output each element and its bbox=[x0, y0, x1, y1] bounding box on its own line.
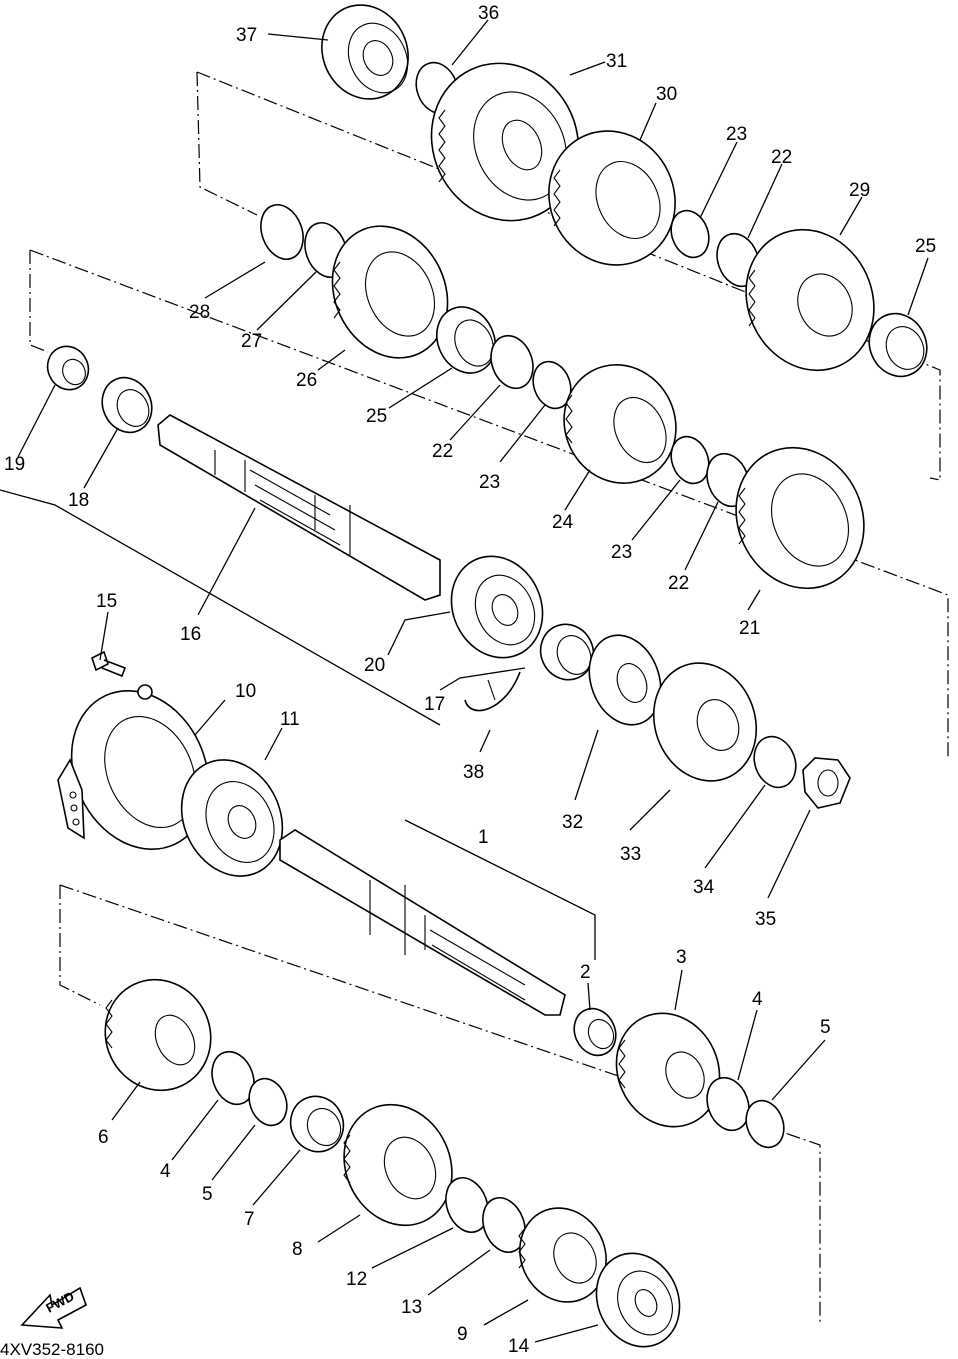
callout-11: 11 bbox=[280, 709, 300, 730]
callout-29: 29 bbox=[849, 180, 870, 201]
callout-23c: 23 bbox=[726, 124, 747, 145]
gear-30 bbox=[548, 130, 676, 266]
circlip-5-right bbox=[745, 1099, 785, 1149]
callout-2: 2 bbox=[580, 962, 591, 983]
callout-18: 18 bbox=[68, 490, 89, 511]
gear-9 bbox=[518, 1207, 607, 1303]
callout-23b: 23 bbox=[479, 472, 500, 493]
assembly-grouping-lines bbox=[0, 489, 596, 960]
bearing-25-right bbox=[868, 312, 928, 378]
bearing-25-left bbox=[436, 306, 496, 374]
gear-8 bbox=[343, 1103, 453, 1227]
callout-17: 17 bbox=[424, 694, 445, 715]
washer-4-right bbox=[706, 1076, 750, 1132]
lock-washer-34 bbox=[753, 735, 797, 789]
callout-25: 25 bbox=[366, 406, 387, 427]
callout-9: 9 bbox=[457, 1324, 468, 1345]
gear-3 bbox=[615, 1012, 721, 1128]
fwd-arrow: FWD bbox=[20, 1286, 87, 1329]
callout-13: 13 bbox=[401, 1297, 422, 1318]
leader-lines bbox=[17, 19, 929, 1343]
callout-15: 15 bbox=[96, 591, 117, 612]
sprocket-33 bbox=[652, 662, 758, 782]
gear-21 bbox=[735, 446, 865, 590]
callout-27: 27 bbox=[241, 331, 262, 352]
callout-38: 38 bbox=[463, 762, 484, 783]
collar-17 bbox=[539, 623, 595, 681]
callout-12: 12 bbox=[346, 1269, 367, 1290]
circlip-23-mid bbox=[532, 360, 572, 410]
drawing-code: 4XV352-8160 bbox=[0, 1340, 104, 1359]
callout-6: 6 bbox=[98, 1127, 109, 1148]
callout-10: 10 bbox=[235, 681, 256, 702]
callout-14: 14 bbox=[508, 1336, 530, 1357]
callout-5: 5 bbox=[820, 1017, 831, 1038]
bushing-7 bbox=[289, 1095, 345, 1153]
assembly-boundaries bbox=[29, 71, 949, 1325]
nut-35 bbox=[802, 757, 851, 809]
callout-1: 1 bbox=[478, 827, 489, 848]
callout-32: 32 bbox=[562, 812, 583, 833]
callout-28: 28 bbox=[189, 302, 210, 323]
bolt-15 bbox=[91, 650, 127, 678]
washer-32 bbox=[588, 634, 662, 726]
callout-33: 33 bbox=[620, 844, 641, 865]
washer-22-mid bbox=[490, 334, 534, 390]
collar-18 bbox=[101, 376, 153, 434]
gear-31 bbox=[430, 62, 580, 222]
bearing-37 bbox=[321, 4, 409, 100]
callout-26: 26 bbox=[296, 370, 317, 391]
callout-3: 3 bbox=[676, 947, 687, 968]
callout-22c: 22 bbox=[771, 147, 792, 168]
washer-4-left bbox=[211, 1050, 255, 1106]
main-axle-16 bbox=[157, 414, 441, 601]
gear-24 bbox=[563, 364, 677, 484]
callout-22: 22 bbox=[668, 573, 689, 594]
gear-6 bbox=[104, 978, 212, 1092]
callout-4: 4 bbox=[752, 989, 763, 1010]
gear-26 bbox=[331, 225, 449, 359]
callout-5b: 5 bbox=[202, 1184, 213, 1205]
callout-labels: 1 2 3 4 5 6 4 5 7 8 12 13 9 14 10 11 15 … bbox=[4, 3, 936, 1357]
callout-35: 35 bbox=[755, 909, 776, 930]
callout-23: 23 bbox=[611, 542, 632, 563]
main-axle-1 bbox=[279, 829, 566, 1016]
callout-30: 30 bbox=[656, 84, 677, 105]
callout-24: 24 bbox=[552, 512, 574, 533]
callout-34: 34 bbox=[693, 877, 715, 898]
bushing-19 bbox=[46, 345, 90, 391]
circlip-5-left bbox=[248, 1077, 288, 1127]
bearing-11 bbox=[180, 759, 284, 877]
callout-20: 20 bbox=[364, 655, 385, 676]
callout-16: 16 bbox=[180, 624, 201, 645]
bearing-14 bbox=[595, 1252, 681, 1348]
callout-21: 21 bbox=[739, 618, 760, 639]
bushing-2 bbox=[573, 1007, 617, 1057]
callout-25b: 25 bbox=[915, 236, 936, 257]
washer-12 bbox=[445, 1177, 489, 1233]
clip-38 bbox=[464, 671, 521, 712]
callout-8: 8 bbox=[292, 1239, 303, 1260]
callout-19: 19 bbox=[4, 454, 25, 475]
circlip-23-right bbox=[670, 435, 710, 485]
callout-7: 7 bbox=[244, 1209, 255, 1230]
washer-13 bbox=[482, 1197, 526, 1253]
callout-4b: 4 bbox=[160, 1161, 171, 1182]
callout-22b: 22 bbox=[432, 441, 453, 462]
callout-37: 37 bbox=[236, 25, 257, 46]
callout-36: 36 bbox=[478, 3, 499, 24]
washer-28 bbox=[260, 204, 304, 260]
circlip-23 bbox=[670, 209, 710, 259]
callout-31: 31 bbox=[606, 51, 627, 72]
bearing-housing-10 bbox=[57, 684, 210, 851]
gear-29 bbox=[745, 228, 875, 372]
bearing-20 bbox=[450, 555, 544, 659]
